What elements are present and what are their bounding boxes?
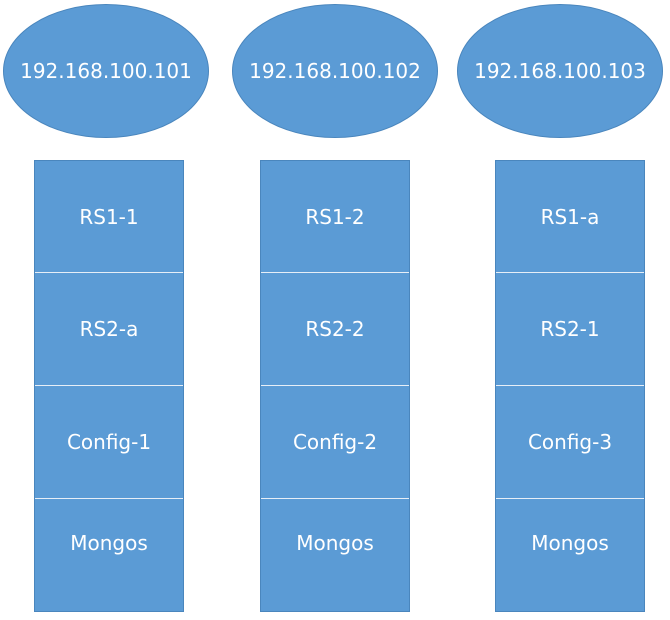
process-label: RS2-2	[305, 317, 365, 341]
process-stack: RS1-1 RS2-a Config-1 Mongos	[34, 160, 184, 612]
stack-divider	[35, 498, 183, 499]
host-column-3: 192.168.100.103 RS1-a RS2-1 Config-3 Mon…	[452, 0, 670, 620]
host-column-1: 192.168.100.101 RS1-1 RS2-a Config-1 Mon…	[0, 0, 226, 620]
stack-divider	[496, 272, 644, 273]
host-ip-node: 192.168.100.101	[3, 4, 209, 138]
process-label: Mongos	[296, 531, 374, 555]
process-cell: Config-3	[496, 386, 644, 498]
stack-divider	[35, 272, 183, 273]
process-label: RS1-a	[540, 204, 600, 229]
process-stack: RS1-2 RS2-2 Config-2 Mongos	[260, 160, 410, 612]
stack-divider	[261, 272, 409, 273]
host-ip-node: 192.168.100.103	[457, 4, 663, 138]
process-label: Mongos	[531, 531, 609, 555]
stack-divider	[496, 498, 644, 499]
process-cell: Mongos	[496, 499, 644, 587]
stack-divider	[261, 498, 409, 499]
process-cell: RS1-2	[261, 161, 409, 272]
process-cell: RS2-1	[496, 273, 644, 385]
process-label: Config-2	[292, 430, 378, 454]
process-label: Config-3	[527, 430, 613, 454]
host-ip-label: 192.168.100.101	[20, 59, 192, 83]
process-label: Config-1	[66, 430, 152, 454]
process-cell: Mongos	[261, 499, 409, 587]
process-cell: Mongos	[35, 499, 183, 587]
process-label: RS1-1	[79, 204, 139, 229]
process-cell: Config-1	[35, 386, 183, 498]
host-ip-node: 192.168.100.102	[232, 4, 438, 138]
process-cell: RS1-1	[35, 161, 183, 272]
process-label: RS1-2	[305, 204, 365, 229]
process-cell: RS2-2	[261, 273, 409, 385]
process-label: Mongos	[70, 531, 148, 555]
stack-divider	[496, 385, 644, 386]
host-ip-label: 192.168.100.102	[249, 59, 421, 83]
process-label: RS2-1	[540, 317, 600, 341]
stack-divider	[261, 385, 409, 386]
process-label: RS2-a	[79, 317, 139, 341]
host-column-2: 192.168.100.102 RS1-2 RS2-2 Config-2 Mon…	[226, 0, 452, 620]
process-stack: RS1-a RS2-1 Config-3 Mongos	[495, 160, 645, 612]
process-cell: Config-2	[261, 386, 409, 498]
host-ip-label: 192.168.100.103	[474, 59, 646, 83]
stack-divider	[35, 385, 183, 386]
process-cell: RS2-a	[35, 273, 183, 385]
process-cell: RS1-a	[496, 161, 644, 272]
